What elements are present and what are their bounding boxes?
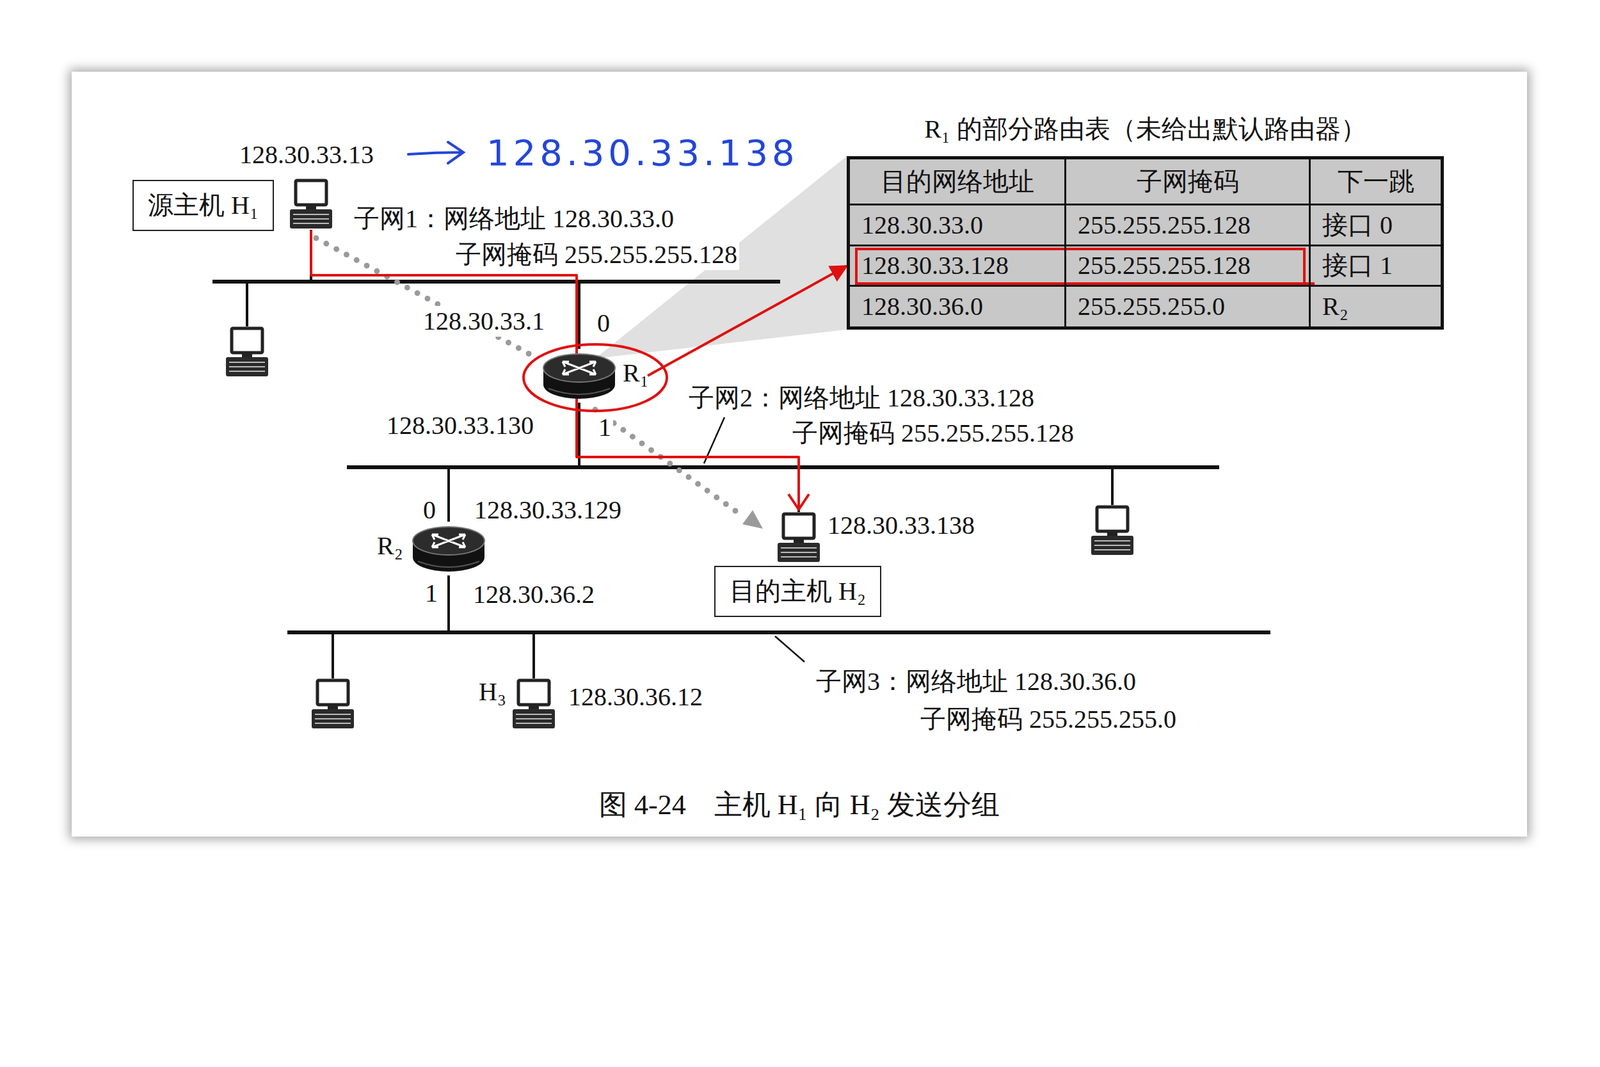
subnet-mask: 子网掩码 255.255.255.0 bbox=[918, 704, 1179, 735]
router-icon bbox=[542, 348, 617, 403]
subnet3-bus bbox=[287, 630, 1271, 635]
table-cell: 下一跳 bbox=[1310, 159, 1441, 206]
host-icon bbox=[225, 328, 269, 377]
ip-address: 128.30.33.138 bbox=[825, 510, 977, 541]
table-title: R₁ 的部分路由表（未给出默认路由器） bbox=[846, 102, 1444, 157]
interface-number: 0 bbox=[421, 494, 438, 526]
table-value: 128.30.36.0 bbox=[861, 291, 984, 322]
table-value: 255.255.255.128 bbox=[1077, 209, 1251, 241]
table-cell: R₂ bbox=[1310, 286, 1441, 327]
host-icon bbox=[289, 180, 333, 229]
connector-arrow bbox=[647, 266, 847, 376]
table-cell: 128.30.33.128 bbox=[849, 246, 1067, 287]
host-icon bbox=[1091, 506, 1134, 555]
table-cell: 128.30.33.0 bbox=[849, 205, 1067, 247]
ip-address: 128.30.33.1 bbox=[421, 305, 547, 337]
table-header: 目的网络地址 bbox=[880, 166, 1035, 198]
router-symbol bbox=[543, 353, 616, 399]
table-cell: 子网掩码 bbox=[1066, 159, 1311, 206]
red-circle bbox=[523, 344, 667, 411]
subnet-label: 子网3：网络地址 128.30.36.0 bbox=[814, 666, 1138, 697]
host-wire bbox=[332, 632, 534, 679]
host-wire bbox=[1111, 467, 1114, 505]
subnet-mask: 子网掩码 255.255.255.128 bbox=[453, 239, 740, 271]
table-value: 255.255.255.128 bbox=[1077, 250, 1251, 281]
table-value: 接口 1 bbox=[1322, 250, 1393, 281]
host-icon bbox=[512, 680, 555, 729]
router-name: R₂ bbox=[376, 530, 404, 562]
router-node: R₁ bbox=[542, 348, 648, 403]
router-symbol bbox=[412, 526, 485, 572]
interface-number: 0 bbox=[595, 307, 612, 339]
handwritten-note: 128.30.33.138 bbox=[484, 131, 801, 175]
table-header: 子网掩码 bbox=[1136, 166, 1240, 198]
table-cell: 255.255.255.128 bbox=[1066, 205, 1311, 247]
host-name: H₃ bbox=[476, 676, 509, 708]
router-icon bbox=[411, 521, 486, 576]
host-name-box: 源主机 H₁ bbox=[132, 179, 274, 232]
subnet1-bus bbox=[212, 279, 781, 284]
table-cell: 接口 1 bbox=[1310, 246, 1441, 287]
table-cell: 接口 0 bbox=[1310, 205, 1441, 247]
host-icon bbox=[311, 680, 354, 729]
router-node: R₂ bbox=[374, 521, 487, 576]
table-value: 接口 0 bbox=[1322, 209, 1393, 241]
leader-line bbox=[775, 636, 805, 662]
table-cell: 目的网络地址 bbox=[849, 159, 1067, 206]
red-route bbox=[311, 230, 809, 510]
interface-number: 1 bbox=[596, 412, 614, 443]
drop-wires bbox=[247, 229, 1113, 679]
table-value: 255.255.255.0 bbox=[1077, 291, 1225, 322]
figure-caption: 图 4-24 主机 H₁ 向 H₂ 发送分组 bbox=[599, 788, 1000, 823]
ip-address: 128.30.36.2 bbox=[471, 579, 597, 610]
table-grid: 目的网络地址 子网掩码 下一跳 128.30.33.0 255.255.255.128 接… bbox=[846, 156, 1444, 330]
host-name: 目的主机 H₂ bbox=[729, 576, 866, 607]
subnet-mask: 子网掩码 255.255.255.128 bbox=[790, 417, 1076, 449]
hand-arrow bbox=[408, 142, 464, 164]
host-icon bbox=[777, 513, 820, 562]
ip-address: 128.30.33.129 bbox=[472, 494, 624, 526]
red-box bbox=[856, 248, 1315, 284]
host-wire bbox=[245, 281, 249, 327]
table-cell: 255.255.255.0 bbox=[1066, 286, 1311, 327]
routing-table: R₁ 的部分路由表（未给出默认路由器） 目的网络地址 子网掩码 下一跳 128.30.3… bbox=[846, 102, 1444, 330]
host-name-box: 目的主机 H₂ bbox=[714, 565, 882, 617]
table-value: 128.30.33.0 bbox=[861, 209, 984, 241]
table-header: 下一跳 bbox=[1337, 166, 1415, 198]
router-name: R₁ bbox=[622, 357, 649, 389]
table-value: R₂ bbox=[1322, 291, 1349, 322]
ip-address: 128.30.33.130 bbox=[384, 410, 536, 441]
subnet-label: 子网2：网络地址 128.30.33.128 bbox=[686, 382, 1037, 414]
subnet-label: 子网1：网络地址 128.30.33.0 bbox=[352, 203, 676, 235]
host-name: 源主机 H₁ bbox=[147, 190, 259, 221]
table-cell: 128.30.36.0 bbox=[849, 286, 1067, 327]
dotted-arrowhead bbox=[742, 510, 763, 529]
table-cell: 255.255.255.128 bbox=[1066, 246, 1311, 287]
subnet2-bus bbox=[346, 465, 1220, 470]
ip-address: 128.30.33.13 bbox=[237, 139, 376, 171]
ip-address: 128.30.36.12 bbox=[566, 681, 705, 713]
table-value: 128.30.33.128 bbox=[861, 250, 1009, 281]
interface-number: 1 bbox=[423, 577, 440, 609]
